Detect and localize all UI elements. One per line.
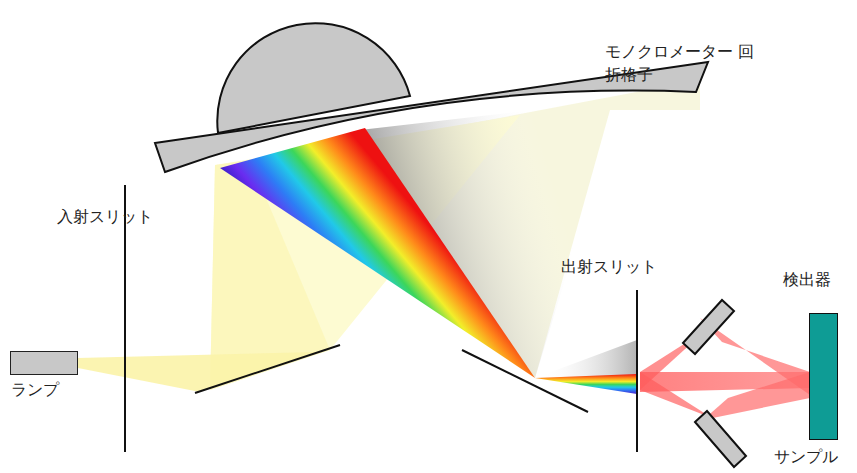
mirror — [195, 345, 340, 393]
node-label: 検出器 — [783, 270, 831, 291]
detector-box: 検出器 — [809, 313, 838, 440]
slit-label: 入射スリット — [57, 205, 197, 228]
sample-label: サンプル — [774, 445, 854, 468]
grating-label: モノクロメーター 回折格子 — [605, 40, 755, 86]
exit-slit — [636, 290, 638, 452]
focus-mirror — [683, 300, 734, 354]
focus-mirror — [695, 411, 746, 467]
mirror — [462, 350, 588, 412]
slit-label: 出射スリット — [561, 255, 701, 278]
lamp-box: ランプ — [10, 351, 78, 375]
node-label: ランプ — [11, 380, 59, 401]
grating-mount — [217, 23, 410, 133]
